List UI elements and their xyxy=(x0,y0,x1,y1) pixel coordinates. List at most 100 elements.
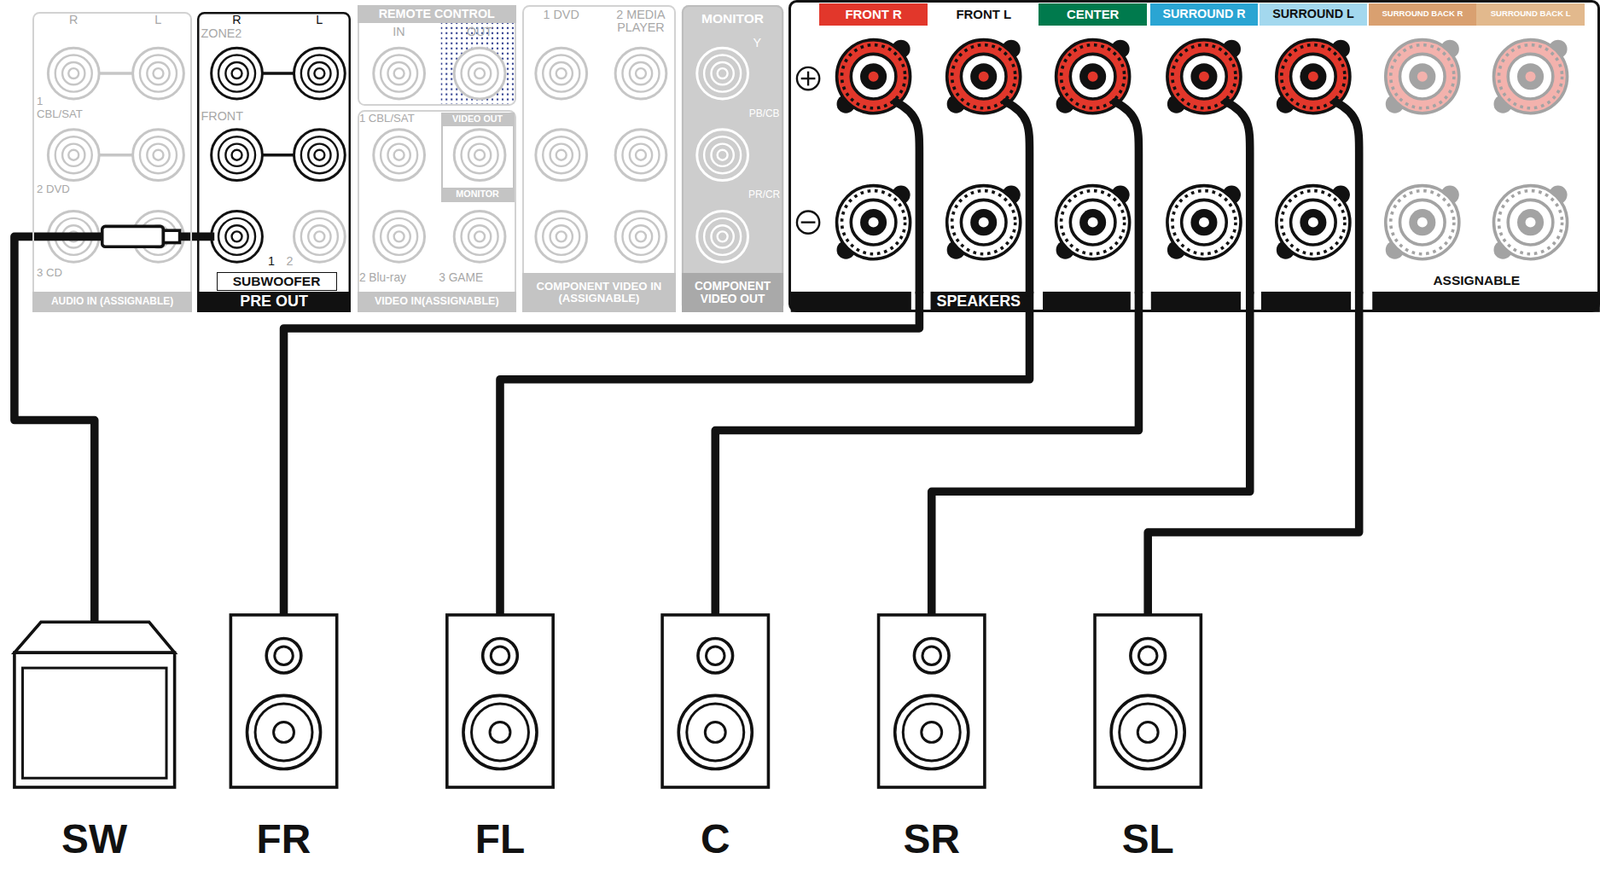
remote-control-panel: REMOTE CONTROL xyxy=(357,5,518,106)
jack-label: 1 xyxy=(264,255,280,269)
rca-jack xyxy=(697,47,749,99)
speaker-lead xyxy=(1335,102,1359,294)
jack-label: 3 CD xyxy=(36,267,82,280)
speaker-cable xyxy=(1147,291,1359,616)
rca-jack xyxy=(615,129,667,181)
panel-label: COMPONENT VIDEO OUT xyxy=(681,273,785,312)
speaker-cabinet xyxy=(878,615,985,788)
jack-label: R xyxy=(61,13,87,28)
minus-terminal xyxy=(947,186,1021,260)
panel-label: SURROUND R xyxy=(1150,3,1259,26)
panel-label: SURROUND BACK R xyxy=(1368,3,1478,26)
speaker-lead xyxy=(1226,102,1250,294)
panel-label: MONITOR xyxy=(681,8,785,30)
rca-jack xyxy=(453,129,506,181)
speaker: C xyxy=(662,615,768,788)
rca-jack xyxy=(697,210,749,262)
jack-label: 2 Blu-ray xyxy=(359,271,437,285)
speaker-terminal-pair: FRONT R xyxy=(819,3,928,292)
jack-label: ZONE2 xyxy=(201,27,253,41)
jack-label: 1 CBL/SAT xyxy=(36,95,82,121)
rca-jack xyxy=(373,47,425,99)
pair-bar xyxy=(261,153,294,158)
pair-bar xyxy=(98,153,133,158)
speaker-cable xyxy=(284,291,920,616)
speaker-cabinet xyxy=(447,615,553,788)
rca-jack xyxy=(211,210,263,262)
rca-jack xyxy=(211,47,263,99)
jack-label: Y xyxy=(746,36,768,51)
jack-label: IN xyxy=(384,25,415,40)
rca-jack xyxy=(697,129,749,181)
speaker-label: SL xyxy=(1084,816,1211,864)
speaker-bars xyxy=(791,291,1600,313)
jack-label: L xyxy=(307,13,332,28)
speaker-cable xyxy=(715,291,1139,616)
jack-label: FRONT xyxy=(201,110,253,124)
jack-label: PB/CB xyxy=(748,108,781,120)
rca-jack xyxy=(535,210,588,262)
subwoofer-output: SUBWOOFER xyxy=(214,203,339,291)
speaker-lead xyxy=(1115,102,1139,294)
speaker: SR xyxy=(878,615,985,788)
speaker-cabinet xyxy=(662,615,768,788)
speaker-label: SR xyxy=(868,816,995,864)
speaker-panel: SPEAKERSFRONT RFRONT LCENTERSURROUND RSU… xyxy=(788,0,1600,313)
jack-label: 2 DVD xyxy=(36,183,86,196)
speaker: SL xyxy=(1094,615,1201,788)
rca-jack xyxy=(293,47,345,99)
jack-label: 2 xyxy=(282,255,297,269)
speaker-lead xyxy=(1006,102,1030,294)
plus-terminal xyxy=(1493,40,1567,114)
panel-label: FRONT R xyxy=(819,3,928,26)
monitor-out-box: VIDEO OUTMONITOR xyxy=(441,112,515,203)
speaker-label: FR xyxy=(220,816,347,864)
speaker-terminal-pair: SURROUND L xyxy=(1259,3,1368,292)
rca-plug xyxy=(102,226,205,247)
rca-jack xyxy=(373,129,425,181)
panel-label: AUDIO IN (ASSIGNABLE) xyxy=(32,291,192,313)
speaker-cable xyxy=(931,291,1251,616)
speaker-terminal-pair: SURROUND BACK R xyxy=(1368,3,1478,292)
speaker: FL xyxy=(447,615,553,788)
panel-label: VIDEO OUT xyxy=(441,112,515,128)
speaker-cabinet xyxy=(230,615,337,788)
plus-terminal xyxy=(1385,40,1460,114)
rca-jack xyxy=(133,47,185,99)
rca-jack xyxy=(453,47,506,99)
jack-label: OUT xyxy=(460,25,498,40)
rca-jack xyxy=(535,47,588,99)
minus-terminal xyxy=(1493,186,1567,260)
minus-terminal xyxy=(1385,186,1460,260)
component-out-panel: MONITOR COMPONENT VIDEO OUT xyxy=(681,5,785,313)
speaker-cabinet xyxy=(1094,615,1201,788)
rca-jack xyxy=(453,210,506,262)
panel-label: SPEAKERS xyxy=(931,291,1026,313)
speaker-label: SW xyxy=(1,816,187,864)
speaker: FR xyxy=(230,615,337,788)
minus-terminal xyxy=(837,186,911,260)
speaker-lead xyxy=(896,102,920,294)
speaker-cable xyxy=(500,291,1030,616)
panel-label: FRONT L xyxy=(929,3,1038,26)
jack-label: 1 DVD xyxy=(541,8,582,23)
panel-label: VIDEO IN(ASSIGNABLE) xyxy=(357,291,518,313)
remote-out-dots xyxy=(441,22,515,105)
jack-label: PR/CR xyxy=(748,189,781,201)
subwoofer-cabinet xyxy=(14,622,175,788)
panel-label: SUBWOOFER xyxy=(216,272,338,291)
rca-jack xyxy=(47,129,99,181)
rca-jack xyxy=(373,210,425,262)
rca-jack xyxy=(293,210,345,262)
speaker-terminal-pair: FRONT L xyxy=(929,3,1038,292)
rca-jack xyxy=(615,210,667,262)
panel-label: PRE OUT xyxy=(197,291,352,313)
panel-label: SURROUND BACK L xyxy=(1476,3,1585,26)
minus-terminal xyxy=(1056,186,1130,260)
pair-bar xyxy=(98,71,133,76)
minus-terminal xyxy=(1167,186,1241,260)
component-in-panel: COMPONENT VIDEO IN (ASSIGNABLE) xyxy=(522,5,675,313)
rca-jack xyxy=(133,129,185,181)
speaker-label: FL xyxy=(436,816,564,864)
